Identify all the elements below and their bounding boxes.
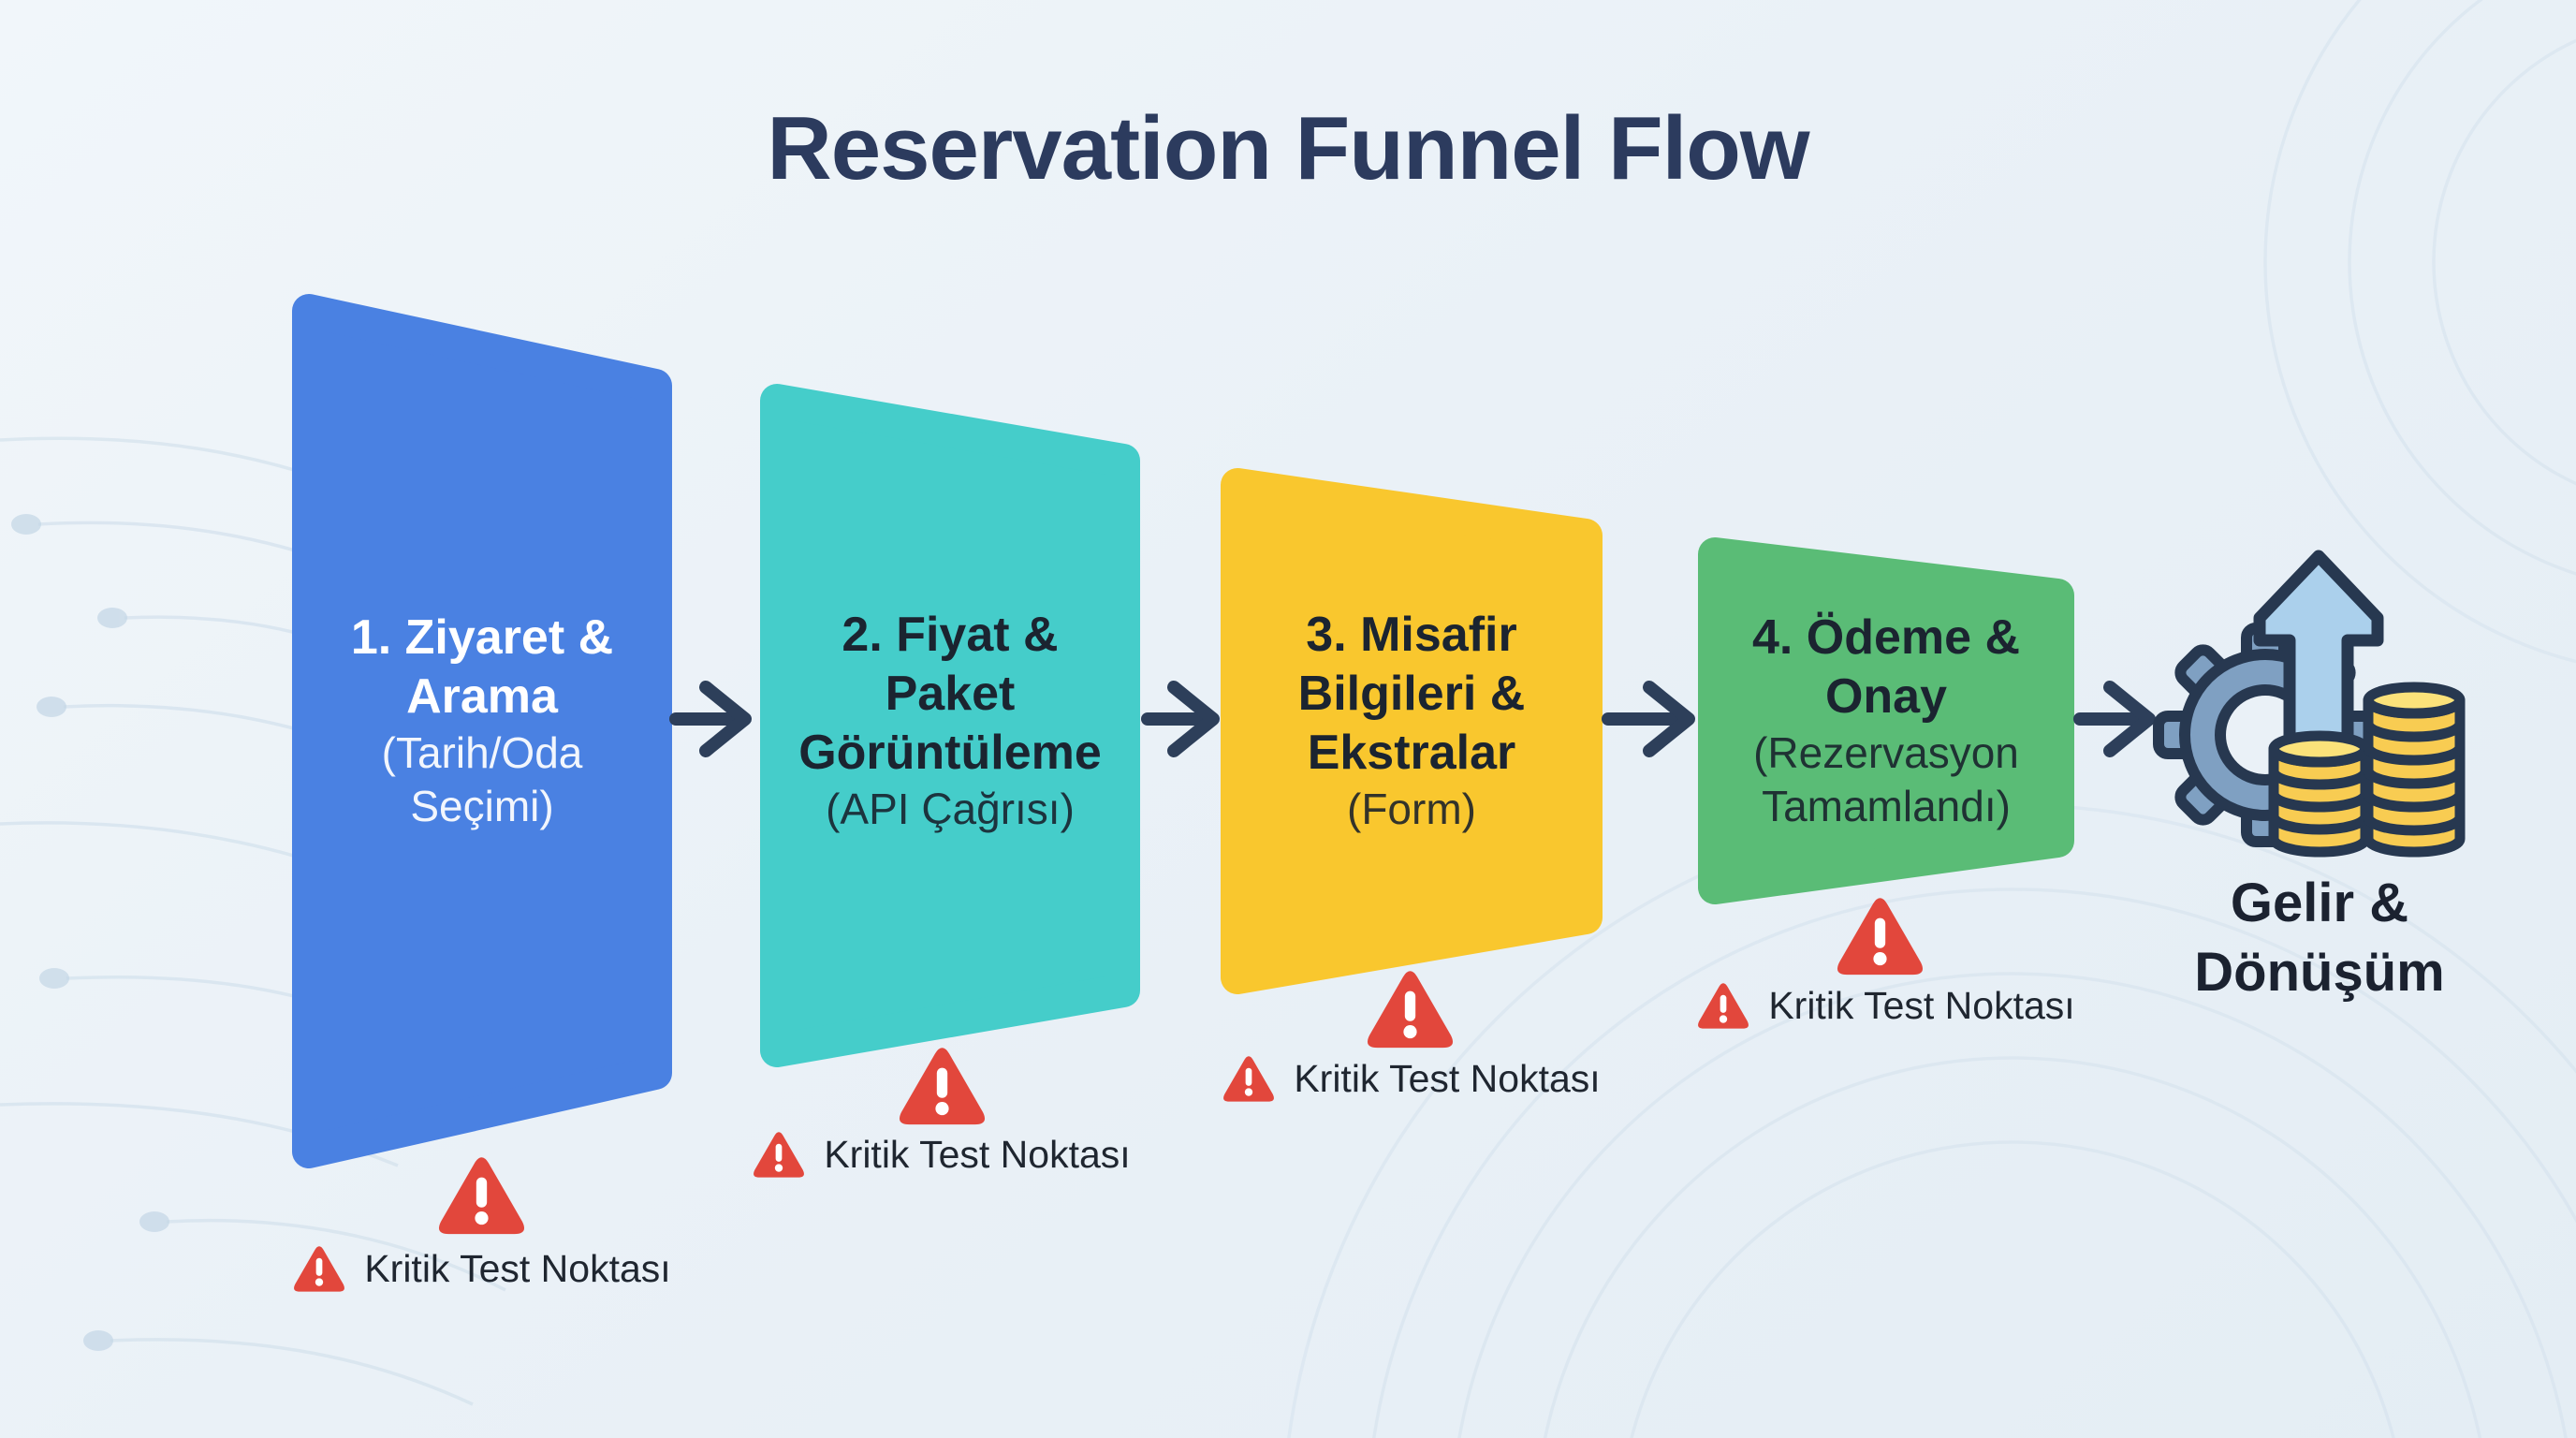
stage-3-subtitle-line: (Form) <box>1347 785 1476 833</box>
critical-test-label-stage-3: Kritik Test Noktası <box>1168 1048 1655 1109</box>
critical-test-text: Kritik Test Noktası <box>1294 1056 1601 1100</box>
warning-icon-stage-1 <box>438 1157 525 1235</box>
stage-2-title-line: 2. Fiyat & <box>842 608 1059 662</box>
funnel-stage-1-shape <box>292 294 672 1168</box>
stage-3-title-line: Bilgileri & <box>1297 667 1526 721</box>
stage-1-title-line: Arama <box>406 669 558 724</box>
stage-2-title-line: Görüntüleme <box>798 726 1102 780</box>
stage-2-title-line: Paket <box>885 667 1016 721</box>
funnel-stage-4-shape <box>1698 537 2074 904</box>
critical-test-text: Kritik Test Noktası <box>364 1246 671 1290</box>
result-label-line: Dönüşüm <box>2194 942 2445 1003</box>
result-label: Gelir & Dönüşüm <box>2132 869 2507 1007</box>
stage-1-title-line: 1. Ziyaret & <box>350 610 614 665</box>
warning-icon-stage-2 <box>899 1048 986 1125</box>
arrow-stage1-to-stage2 <box>669 681 752 757</box>
stage-3-title-line: Ekstralar <box>1307 726 1516 780</box>
critical-test-label-stage-4: Kritik Test Noktası <box>1643 975 2130 1036</box>
warning-triangle-small-icon <box>1697 981 1749 1030</box>
funnel-stage-3-shape <box>1221 468 1603 994</box>
warning-triangle-small-icon <box>753 1130 805 1179</box>
stage-2-label: 2. Fiyat & Paket Görüntüleme (API Çağrıs… <box>763 562 1137 880</box>
arrow-stage2-to-stage3 <box>1141 681 1220 757</box>
flow-arrows <box>669 681 2156 757</box>
stage-4-title-line: 4. Ödeme & <box>1751 610 2021 665</box>
funnel-stage-2-shape <box>760 384 1140 1067</box>
result-label-line: Gelir & <box>2230 873 2409 933</box>
critical-test-text: Kritik Test Noktası <box>1768 983 2075 1027</box>
warning-icon-stage-3 <box>1367 971 1454 1049</box>
warning-triangle-small-icon <box>293 1244 345 1293</box>
stage-3-label: 3. Misafir Bilgileri & Ekstralar (Form) <box>1224 562 1599 880</box>
warning-triangle-small-icon <box>1222 1054 1275 1103</box>
arrow-stage3-to-stage4 <box>1602 681 1695 757</box>
critical-test-label-stage-2: Kritik Test Noktası <box>698 1123 1185 1185</box>
stage-1-subtitle-line: (Tarih/Oda <box>381 728 583 777</box>
stage-4-subtitle-line: (Rezervasyon <box>1753 728 2019 777</box>
coin-stack-right-icon <box>2363 682 2466 858</box>
revenue-conversion-icon <box>2153 550 2466 858</box>
stage-2-subtitle-line: (API Çağrısı) <box>826 785 1075 833</box>
background-circuit-decoration <box>0 436 506 1406</box>
critical-test-label-stage-1: Kritik Test Noktası <box>239 1238 725 1299</box>
background-circuit-dots <box>11 514 169 1351</box>
arrow-stage4-to-result <box>2073 681 2156 757</box>
stage-4-label: 4. Ödeme & Onay (Rezervasyon Tamamlandı) <box>1699 562 2073 880</box>
page-title: Reservation Funnel Flow <box>767 98 1809 198</box>
stage-4-subtitle-line: Tamamlandı) <box>1762 782 2011 830</box>
stage-1-subtitle-line: Seçimi) <box>410 782 554 830</box>
stage-1-label: 1. Ziyaret & Arama (Tarih/Oda Seçimi) <box>295 562 669 880</box>
critical-test-text: Kritik Test Noktası <box>824 1132 1131 1176</box>
coin-stack-left-icon <box>2268 730 2371 858</box>
stage-3-title-line: 3. Misafir <box>1306 608 1517 662</box>
stage-4-title-line: Onay <box>1824 669 1948 724</box>
